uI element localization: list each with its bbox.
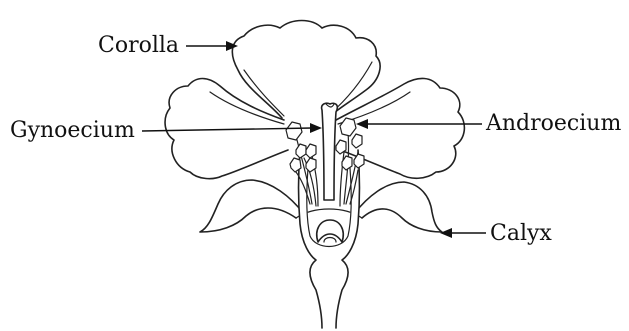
gynoecium-style bbox=[322, 103, 338, 200]
sepal-left bbox=[200, 180, 304, 232]
petal-top-center bbox=[232, 21, 380, 119]
calyx-label: Calyx bbox=[490, 221, 552, 246]
ovule bbox=[317, 220, 344, 242]
corolla-label: Corolla bbox=[98, 33, 179, 58]
anther bbox=[306, 144, 316, 158]
androecium-label: Androecium bbox=[485, 111, 621, 136]
label-corolla: Corolla bbox=[98, 33, 238, 58]
anther bbox=[296, 144, 306, 158]
sepal-right bbox=[354, 182, 442, 232]
gynoecium-label: Gynoecium bbox=[10, 118, 135, 143]
anther bbox=[286, 122, 302, 140]
label-calyx: Calyx bbox=[440, 221, 552, 246]
